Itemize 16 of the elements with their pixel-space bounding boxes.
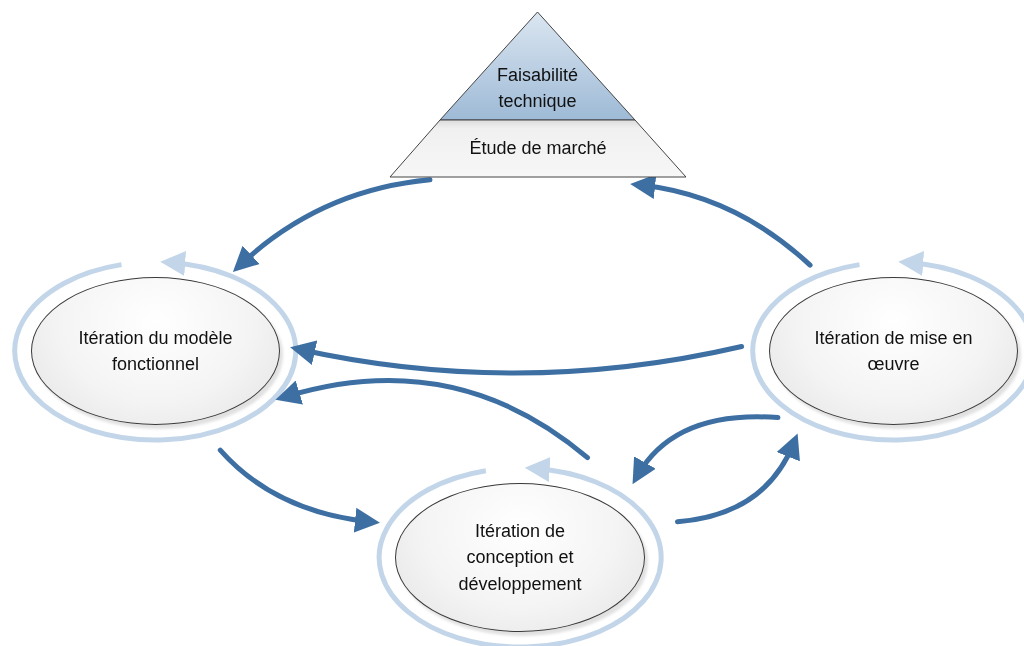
curved-arrow xyxy=(675,433,800,525)
node-label: Faisabilité technique xyxy=(495,63,579,113)
iteration-ellipse xyxy=(395,483,645,632)
iteration-ellipse xyxy=(31,277,280,425)
curved-arrow xyxy=(217,447,380,533)
node-label: Itération de mise en œuvre xyxy=(813,326,974,376)
curved-arrow xyxy=(232,177,433,272)
curved-arrow xyxy=(275,378,590,461)
curved-arrow xyxy=(632,414,781,484)
pyramid-base-section xyxy=(390,120,686,177)
pyramid-top-section xyxy=(440,12,635,120)
iteration-ellipse xyxy=(769,277,1018,425)
curved-arrow xyxy=(290,340,745,376)
node-label: Itération de conception et développement xyxy=(457,520,583,596)
node-label: Itération du modèle fonctionnel xyxy=(77,326,234,376)
node-label: Étude de marché xyxy=(469,137,607,161)
